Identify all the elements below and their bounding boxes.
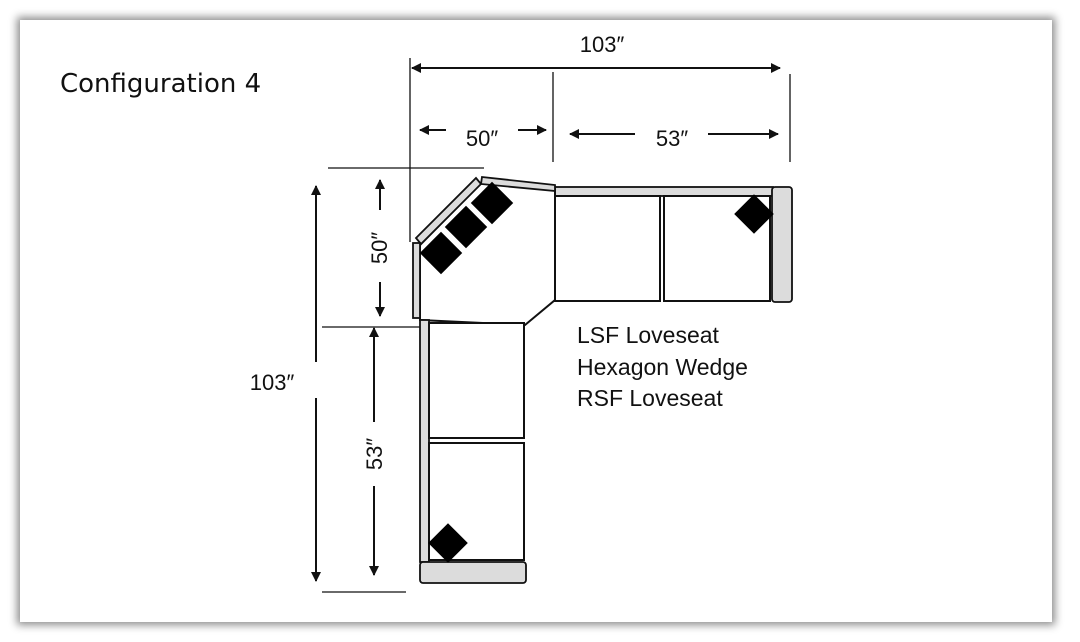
piece-label: RSF Loveseat <box>577 385 723 411</box>
svg-text:50″: 50″ <box>466 126 498 151</box>
dimension-right-width: 53″ <box>569 126 779 151</box>
svg-text:103″: 103″ <box>580 32 625 57</box>
piece-label: Hexagon Wedge <box>577 354 748 380</box>
hexagon-wedge <box>412 176 556 327</box>
dimension-top-depth: 50″ <box>367 179 392 317</box>
svg-text:50″: 50″ <box>367 232 392 264</box>
rsf-loveseat <box>554 186 793 303</box>
piece-label: LSF Loveseat <box>577 322 720 348</box>
pillow-icon <box>470 181 514 225</box>
dimension-bottom-depth: 53″ <box>362 327 387 576</box>
svg-text:53″: 53″ <box>362 438 387 470</box>
configuration-title: Configuration 4 <box>60 69 261 99</box>
pillow-icon <box>428 523 468 563</box>
pillow-icon <box>419 231 463 275</box>
pillow-icon <box>734 194 774 234</box>
lsf-loveseat <box>419 319 527 584</box>
pieces-legend: LSF Loveseat Hexagon Wedge RSF Loveseat <box>577 322 748 411</box>
dimension-left-width: 50″ <box>419 125 547 151</box>
dimension-total-depth: 103″ <box>250 185 321 582</box>
pillow-icon <box>444 205 488 249</box>
svg-text:103″: 103″ <box>250 370 295 395</box>
svg-text:53″: 53″ <box>656 126 688 151</box>
extension-lines <box>322 58 791 593</box>
diagram-card <box>20 20 1052 622</box>
dimension-total-width: 103″ <box>411 32 781 73</box>
